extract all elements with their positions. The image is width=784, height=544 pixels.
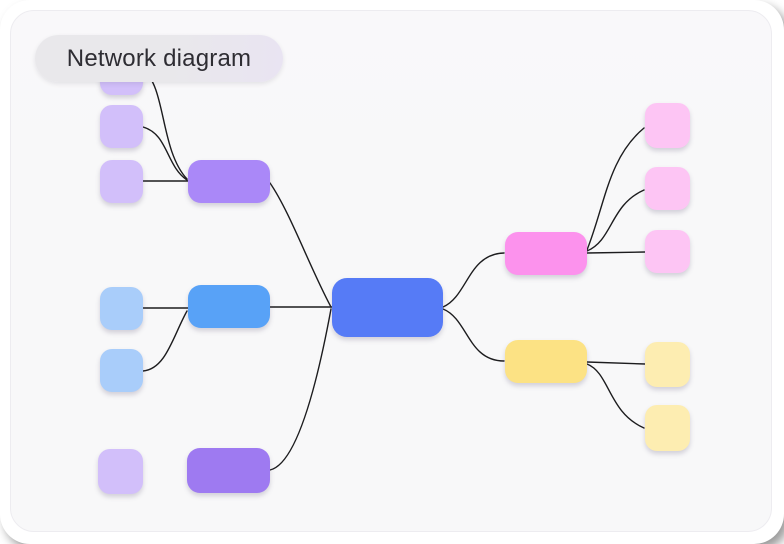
node-leaf-blue-1[interactable] xyxy=(100,287,143,330)
node-branch-blue[interactable] xyxy=(188,285,270,328)
canvas-panel xyxy=(10,10,772,532)
node-leaf-pink-3[interactable] xyxy=(645,230,690,273)
node-leaf-pink-2[interactable] xyxy=(645,167,690,210)
node-leaf-yellow-1[interactable] xyxy=(645,342,690,387)
node-branch-yellow[interactable] xyxy=(505,340,587,383)
node-hub[interactable] xyxy=(332,278,443,337)
diagram-title: Network diagram xyxy=(66,44,252,72)
diagram-title-pill[interactable]: Network diagram xyxy=(35,35,283,82)
node-branch-pink[interactable] xyxy=(505,232,587,275)
node-leaf-yellow-2[interactable] xyxy=(645,405,690,451)
node-leaf-blue-2[interactable] xyxy=(100,349,143,392)
node-leaf-pink-1[interactable] xyxy=(645,103,690,148)
node-leaf-purple-3[interactable] xyxy=(100,160,143,203)
node-leaf-purple-4[interactable] xyxy=(98,449,143,494)
node-branch-purple-top[interactable] xyxy=(188,160,270,203)
node-leaf-purple-2[interactable] xyxy=(100,105,143,148)
node-branch-purple-bottom[interactable] xyxy=(187,448,270,493)
